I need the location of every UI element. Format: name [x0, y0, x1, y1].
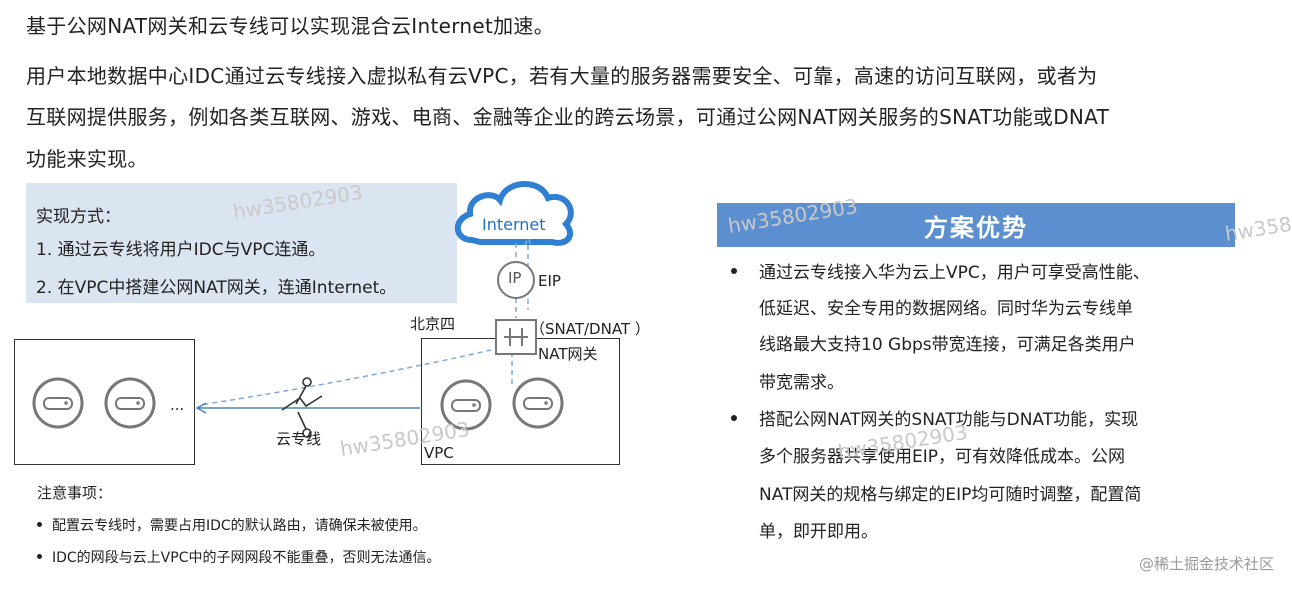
- vpc-server-icon-1: [440, 379, 492, 431]
- intro-line-3: 功能来实现。: [26, 147, 148, 171]
- direct-connect-label: 云专线: [276, 430, 322, 448]
- dashed-link-lines: [199, 236, 532, 406]
- direct-connect-line: [195, 402, 420, 414]
- method-title: 实现方式：: [36, 207, 121, 227]
- method-step-2: 2. 在VPC中搭建公网NAT网关，连通Internet。: [36, 278, 397, 298]
- nat-gateway-label: NAT网关: [538, 345, 598, 363]
- direct-connect-icon: [281, 377, 323, 438]
- snat-dnat-label: （SNAT/DNAT ）: [530, 320, 650, 338]
- advantages-banner: 方案优势: [717, 203, 1235, 247]
- advantage-1-line-3: 线路最大支持10 Gbps带宽连接，可满足各类用户: [759, 335, 1136, 355]
- notes-title: 注意事项：: [37, 484, 113, 502]
- vpc-server-icon-2: [512, 377, 564, 429]
- advantage-1-line-4: 带宽需求。: [759, 373, 844, 393]
- bullet-icon: [37, 553, 42, 559]
- note-item-1: 配置云专线时，需要占用IDC的默认路由，请确保未被使用。: [37, 515, 427, 535]
- advantage-2-line-1: 搭配公网NAT网关的SNAT功能与DNAT功能，实现: [731, 405, 1138, 430]
- intro-title: 基于公网NAT网关和云专线可以实现混合云Internet加速。: [26, 14, 555, 38]
- advantage-2-line-3: NAT网关的规格与绑定的EIP均可随时调整，配置简: [759, 485, 1142, 505]
- internet-label: Internet: [482, 215, 546, 234]
- ip-label: IP: [508, 269, 522, 287]
- internet-cloud-icon: [454, 181, 574, 246]
- advantage-2-line-2: 多个服务器共享使用EIP，可有效降低成本。公网: [759, 447, 1126, 467]
- eip-label: EIP: [538, 272, 561, 290]
- method-box: 实现方式： 1. 通过云专线将用户IDC与VPC连通。 2. 在VPC中搭建公网…: [26, 183, 457, 303]
- idc-ellipsis: ...: [170, 396, 185, 414]
- advantage-1-line-1: 通过云专线接入华为云上VPC，用户可享受高性能、: [731, 258, 1150, 283]
- advantage-2-line-4: 单，即开即用。: [759, 522, 878, 542]
- intro-line-2: 互联网提供服务，例如各类互联网、游戏、电商、金融等企业的跨云场景，可通过公网NA…: [26, 105, 1110, 129]
- idc-server-icon-1: [32, 377, 84, 429]
- bullet-icon: [37, 521, 42, 527]
- intro-line-1: 用户本地数据中心IDC通过云专线接入虚拟私有云VPC，若有大量的服务器需要安全、…: [26, 64, 1098, 88]
- idc-server-icon-2: [104, 377, 156, 429]
- advantage-1-line-2: 低延迟、安全专用的数据网络。同时华为云专线单: [759, 299, 1133, 319]
- note-item-2: IDC的网段与云上VPC中的子网网段不能重叠，否则无法通信。: [37, 547, 440, 567]
- site-watermark: @稀土掘金技术社区: [1138, 555, 1274, 573]
- nat-gateway-icon: [495, 319, 537, 355]
- bullet-icon: [731, 415, 737, 421]
- bullet-icon: [731, 268, 737, 274]
- eip-icon: [497, 261, 535, 299]
- beijing-label: 北京四: [410, 315, 456, 333]
- vpc-label: VPC: [424, 444, 454, 462]
- network-diagram: [32, 181, 574, 438]
- method-step-1: 1. 通过云专线将用户IDC与VPC连通。: [36, 240, 326, 260]
